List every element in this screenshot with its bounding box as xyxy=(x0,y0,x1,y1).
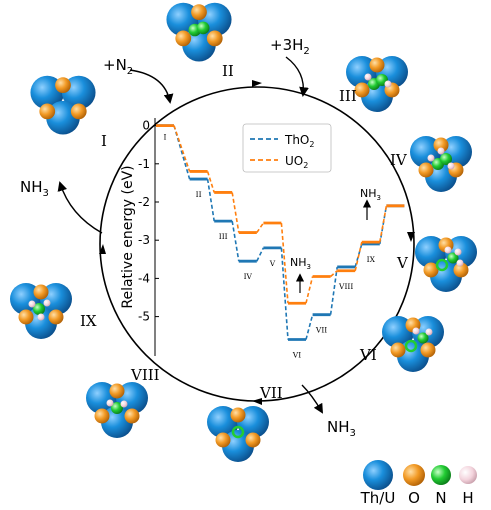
energy-connector-tho-6 xyxy=(329,266,338,315)
cluster-viii xyxy=(86,382,148,438)
state-label-1: I xyxy=(101,132,107,150)
chart-nh3-label-1: NH3 xyxy=(290,256,311,271)
state-label-8: VIII xyxy=(130,366,160,384)
n2-label: +N2 xyxy=(103,56,133,77)
legend-atom-label-o: O xyxy=(408,489,420,507)
energy-connector-uo-3 xyxy=(256,222,265,234)
h2-input-arrow xyxy=(285,56,309,97)
energy-connector-tho-5 xyxy=(305,314,314,340)
energy-connector-tho-2 xyxy=(231,220,240,262)
cycle-arrow-right xyxy=(407,232,415,242)
legend-box xyxy=(242,123,332,173)
step-label-6: VI xyxy=(292,351,301,360)
step-label-7: VII xyxy=(315,326,327,335)
legend-atom-h xyxy=(459,466,477,484)
chart-legend: ThO2 UO2 xyxy=(242,123,332,173)
step-label-2: II xyxy=(196,190,202,199)
step-label-5: V xyxy=(269,259,276,268)
state-label-9: IX xyxy=(80,312,97,330)
cycle-arrow-bottom xyxy=(252,398,262,405)
step-label-1: I xyxy=(164,133,167,142)
state-label-6: VI xyxy=(359,346,377,364)
cycle-arrow-top xyxy=(252,80,262,87)
nh3-bottom-output-arrow xyxy=(301,384,323,414)
energy-connector-uo-6 xyxy=(330,270,338,278)
state-label-4: IV xyxy=(390,151,408,169)
cluster-vii xyxy=(207,406,269,462)
step-label-4: IV xyxy=(244,272,253,281)
nh3-left-label: NH3 xyxy=(20,178,49,199)
energy-connector-uo-5 xyxy=(305,276,314,304)
legend-atom-th xyxy=(363,460,393,490)
nh3-left-output-arrow xyxy=(57,181,103,234)
energy-connector-uo-4 xyxy=(280,222,289,304)
energy-connector-uo-1 xyxy=(206,171,215,193)
energy-profile-chart: Relative energy (eV) 0-1-2-3-4-5 IIIIIII… xyxy=(120,118,405,360)
y-tick-label: -4 xyxy=(138,271,150,285)
y-tick-label: -3 xyxy=(138,233,150,247)
energy-connector-tho-3 xyxy=(256,247,265,262)
cycle-arrow-left xyxy=(99,244,106,254)
y-tick-label: -2 xyxy=(138,195,150,209)
y-tick-label: -1 xyxy=(138,157,150,171)
legend-label-uo2: UO2 xyxy=(285,154,308,170)
y-tick-label: -5 xyxy=(138,310,150,324)
cluster-ix xyxy=(10,283,72,339)
molecular-clusters xyxy=(10,2,477,462)
cluster-vi xyxy=(382,316,444,372)
step-label-3: III xyxy=(219,232,228,241)
chart-series xyxy=(156,124,405,341)
energy-connector-uo-2 xyxy=(231,192,240,233)
energy-connector-uo-0 xyxy=(173,125,191,172)
cluster-iv xyxy=(410,136,472,192)
energy-connector-tho-4 xyxy=(280,247,289,340)
legend-atom-label-th: Th/U xyxy=(360,489,396,507)
state-label-2: II xyxy=(222,62,234,80)
legend-atom-label-h: H xyxy=(462,489,473,507)
cluster-iii xyxy=(346,56,408,112)
y-ticks: 0 -1 -2 -3 -4 -5 xyxy=(138,119,159,324)
energy-connector-uo-7 xyxy=(354,241,363,271)
nh3-bottom-label: NH3 xyxy=(327,418,356,439)
state-label-7: VII xyxy=(259,384,283,402)
cluster-v xyxy=(415,236,477,292)
legend-label-tho2: ThO2 xyxy=(284,133,314,149)
n2-input-arrow xyxy=(129,69,174,104)
state-label-5: V xyxy=(396,254,409,272)
step-label-8: VIII xyxy=(338,282,353,291)
y-tick-label: 0 xyxy=(142,119,150,133)
y-axis-label: Relative energy (eV) xyxy=(120,165,136,308)
h2-label: +3H2 xyxy=(270,36,310,57)
legend-atom-o xyxy=(403,464,425,486)
cluster-i xyxy=(30,75,96,135)
energy-connector-tho-1 xyxy=(206,178,215,222)
cluster-ii xyxy=(166,2,232,62)
step-label-9: IX xyxy=(367,255,376,264)
chart-nh3-label-2: NH3 xyxy=(360,187,381,202)
state-label-3: III xyxy=(339,87,357,105)
legend-atom-n xyxy=(431,465,451,485)
legend-atom-label-n: N xyxy=(435,489,446,507)
